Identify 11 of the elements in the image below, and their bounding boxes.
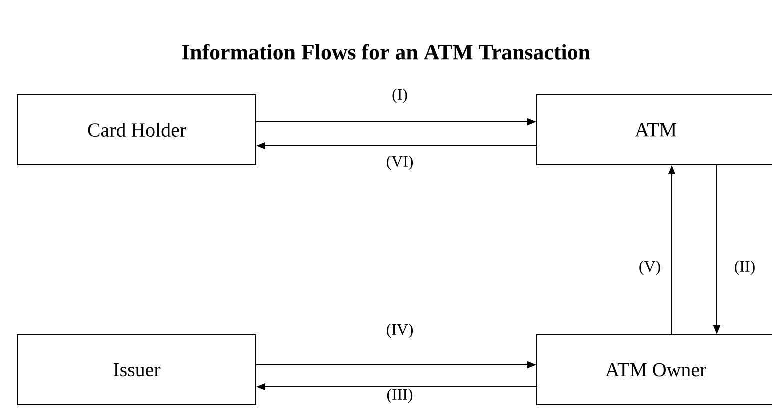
edge-label: (III) <box>386 388 414 404</box>
edge-label: (I) <box>391 88 409 104</box>
edge-label: (IV) <box>385 322 415 340</box>
process-box: ATM Owner <box>536 334 772 406</box>
title: Information Flows for an ATM Transaction <box>182 44 590 60</box>
process-box: Card Holder <box>18 94 256 166</box>
process-box: Issuer <box>18 334 256 406</box>
process-box: ATM <box>536 94 772 166</box>
edge-label: (VI) <box>385 154 415 172</box>
edge-label: (V) <box>638 260 662 276</box>
edge-label: (II) <box>733 260 757 276</box>
